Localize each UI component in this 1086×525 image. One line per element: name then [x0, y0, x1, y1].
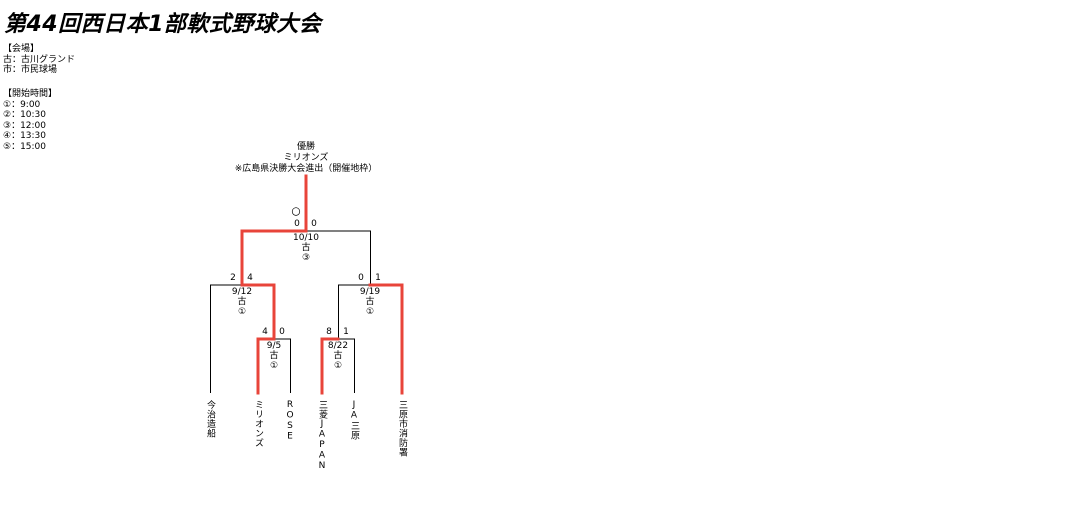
venue-item: 古：古川グランド: [3, 54, 76, 65]
time-item: ③：12:00: [3, 120, 47, 131]
champion-team: ミリオンズ: [283, 153, 329, 163]
match-date: 10/10: [293, 233, 319, 243]
team-name: JA三原: [349, 400, 359, 440]
venue-legend: 【会場】 古：古川グランド 市：市民球場: [3, 44, 75, 76]
match-venue: 古: [301, 243, 311, 253]
match-slot: ①: [237, 307, 247, 317]
final-marker: 〇: [291, 208, 301, 218]
match-slot: ①: [365, 307, 375, 317]
team-name: ROSE: [285, 400, 295, 442]
match-date: 9/19: [359, 287, 381, 297]
score-left: 2: [230, 273, 236, 283]
match-slot: ③: [301, 253, 311, 263]
score-right: 1: [343, 327, 349, 337]
match-slot: ①: [333, 361, 343, 371]
venue-item: 市：市民球場: [3, 65, 58, 75]
team-name: 三原市消防署: [397, 400, 407, 457]
champion-label: 優勝: [296, 142, 316, 152]
score-left: 8: [326, 327, 332, 337]
score-right: 4: [247, 273, 253, 283]
time-item: ②：10:30: [3, 110, 47, 120]
champion-note: ※広島県決勝大会進出（開催地枠）: [234, 164, 378, 174]
team-name: ミリオンズ: [253, 400, 263, 448]
score-right: 0: [279, 327, 285, 337]
match-slot: ①: [269, 361, 279, 371]
match-venue: 古: [237, 297, 247, 307]
score-right: 0: [311, 219, 317, 229]
loser-line: [338, 284, 370, 339]
score-right: 1: [375, 273, 381, 283]
time-item: ④：13:30: [3, 131, 47, 141]
time-item: ①：9:00: [3, 99, 41, 110]
match-date: 9/12: [231, 287, 253, 297]
score-left: 0: [294, 219, 300, 229]
loser-line: [306, 230, 371, 285]
match-venue: 古: [333, 351, 343, 361]
winner-line: [368, 283, 404, 395]
match-venue: 古: [365, 297, 375, 307]
score-left: 4: [262, 327, 268, 337]
winner-line: [320, 337, 340, 395]
match-date: 9/5: [266, 341, 282, 351]
score-left: 0: [358, 273, 364, 283]
match-venue: 古: [269, 351, 279, 361]
loser-line: [338, 338, 355, 393]
loser-line: [274, 338, 291, 393]
match-date: 8/22: [327, 341, 349, 351]
team-name: 今治造船: [205, 400, 215, 438]
time-item: ⑤：15:00: [3, 141, 47, 152]
loser-line: [210, 284, 242, 393]
winner-line: [240, 174, 308, 395]
time-heading: 【開始時間】: [3, 89, 58, 99]
start-time-legend: 【開始時間】 ①：9:00 ②：10:30 ③：12:00 ④：13:30 ⑤：…: [3, 89, 57, 152]
team-name: 三菱JAPAN: [317, 400, 327, 472]
page-title: 第44回西日本1部軟式野球大会: [4, 12, 322, 37]
venue-heading: 【会場】: [3, 44, 40, 54]
